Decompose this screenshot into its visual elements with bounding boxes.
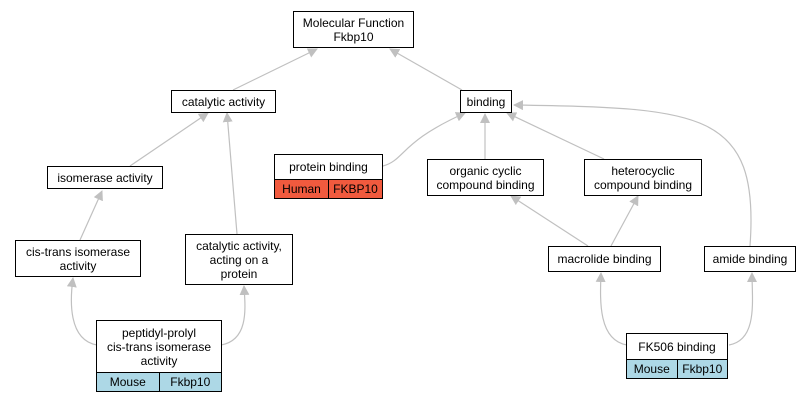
species-cell: Human <box>282 182 321 196</box>
edge-catalytic-to-root <box>232 48 318 91</box>
edge-isomerase-to-catalytic <box>129 112 209 167</box>
node-organic-cyclic-compound-binding[interactable]: organic cyclic compound binding <box>427 159 544 196</box>
fk506-annotation-row: Mouse Fkbp10 <box>627 359 727 378</box>
node-macrolide-binding[interactable]: macrolide binding <box>548 246 661 272</box>
node-catalytic-activity[interactable]: catalytic activity <box>171 90 276 113</box>
edge-fk506-to-amide <box>728 272 758 346</box>
edge-protein-binding-to-binding <box>382 112 466 167</box>
edge-amide-to-binding <box>513 100 752 247</box>
edge-macrolide-to-organic <box>510 195 589 247</box>
species-cell: Mouse <box>109 375 146 389</box>
gene-cell: Fkbp10 <box>676 360 728 378</box>
node-amide-binding[interactable]: amide binding <box>704 246 796 272</box>
edge-heterocyclic-to-binding <box>506 112 605 160</box>
node-catalytic-activity-acting-on-protein[interactable]: catalytic activity, acting on a protein <box>185 234 293 285</box>
species-cell: Mouse <box>633 362 670 376</box>
gene-cell: Fkbp10 <box>158 373 222 391</box>
node-binding[interactable]: binding <box>460 90 512 113</box>
node-peptidyl-prolyl-cis-trans-isomerase-activity[interactable]: peptidyl-prolyl cis-trans isomerase acti… <box>96 320 222 392</box>
protein-binding-annotation-row: Human FKBP10 <box>275 179 382 198</box>
node-heterocyclic-compound-binding[interactable]: heterocyclic compound binding <box>584 159 702 196</box>
gene-cell: FKBP10 <box>328 180 382 198</box>
node-fk506-binding[interactable]: FK506 binding Mouse Fkbp10 <box>626 333 728 379</box>
ppi-annotation-row: Mouse Fkbp10 <box>97 372 221 391</box>
edge-catalytic-protein-to-catalytic <box>222 112 238 235</box>
node-cis-trans-isomerase-activity[interactable]: cis-trans isomerase activity <box>15 240 141 277</box>
edge-macrolide-to-heterocyclic <box>610 195 639 247</box>
edge-ppi-to-cistrans <box>66 277 98 346</box>
protein-binding-title: protein binding <box>275 155 382 179</box>
node-isomerase-activity[interactable]: isomerase activity <box>47 166 163 189</box>
edge-ppi-to-catalytic-protein <box>220 285 250 346</box>
node-molecular-function[interactable]: Molecular Function Fkbp10 <box>293 11 414 48</box>
edge-cistrans-to-isomerase <box>79 190 103 241</box>
fk506-title: FK506 binding <box>627 334 727 359</box>
ppi-title: peptidyl-prolyl cis-trans isomerase acti… <box>97 321 221 372</box>
edge-fk506-to-macrolide <box>595 272 628 346</box>
node-protein-binding[interactable]: protein binding Human FKBP10 <box>274 154 383 199</box>
edge-binding-to-root <box>389 48 463 91</box>
